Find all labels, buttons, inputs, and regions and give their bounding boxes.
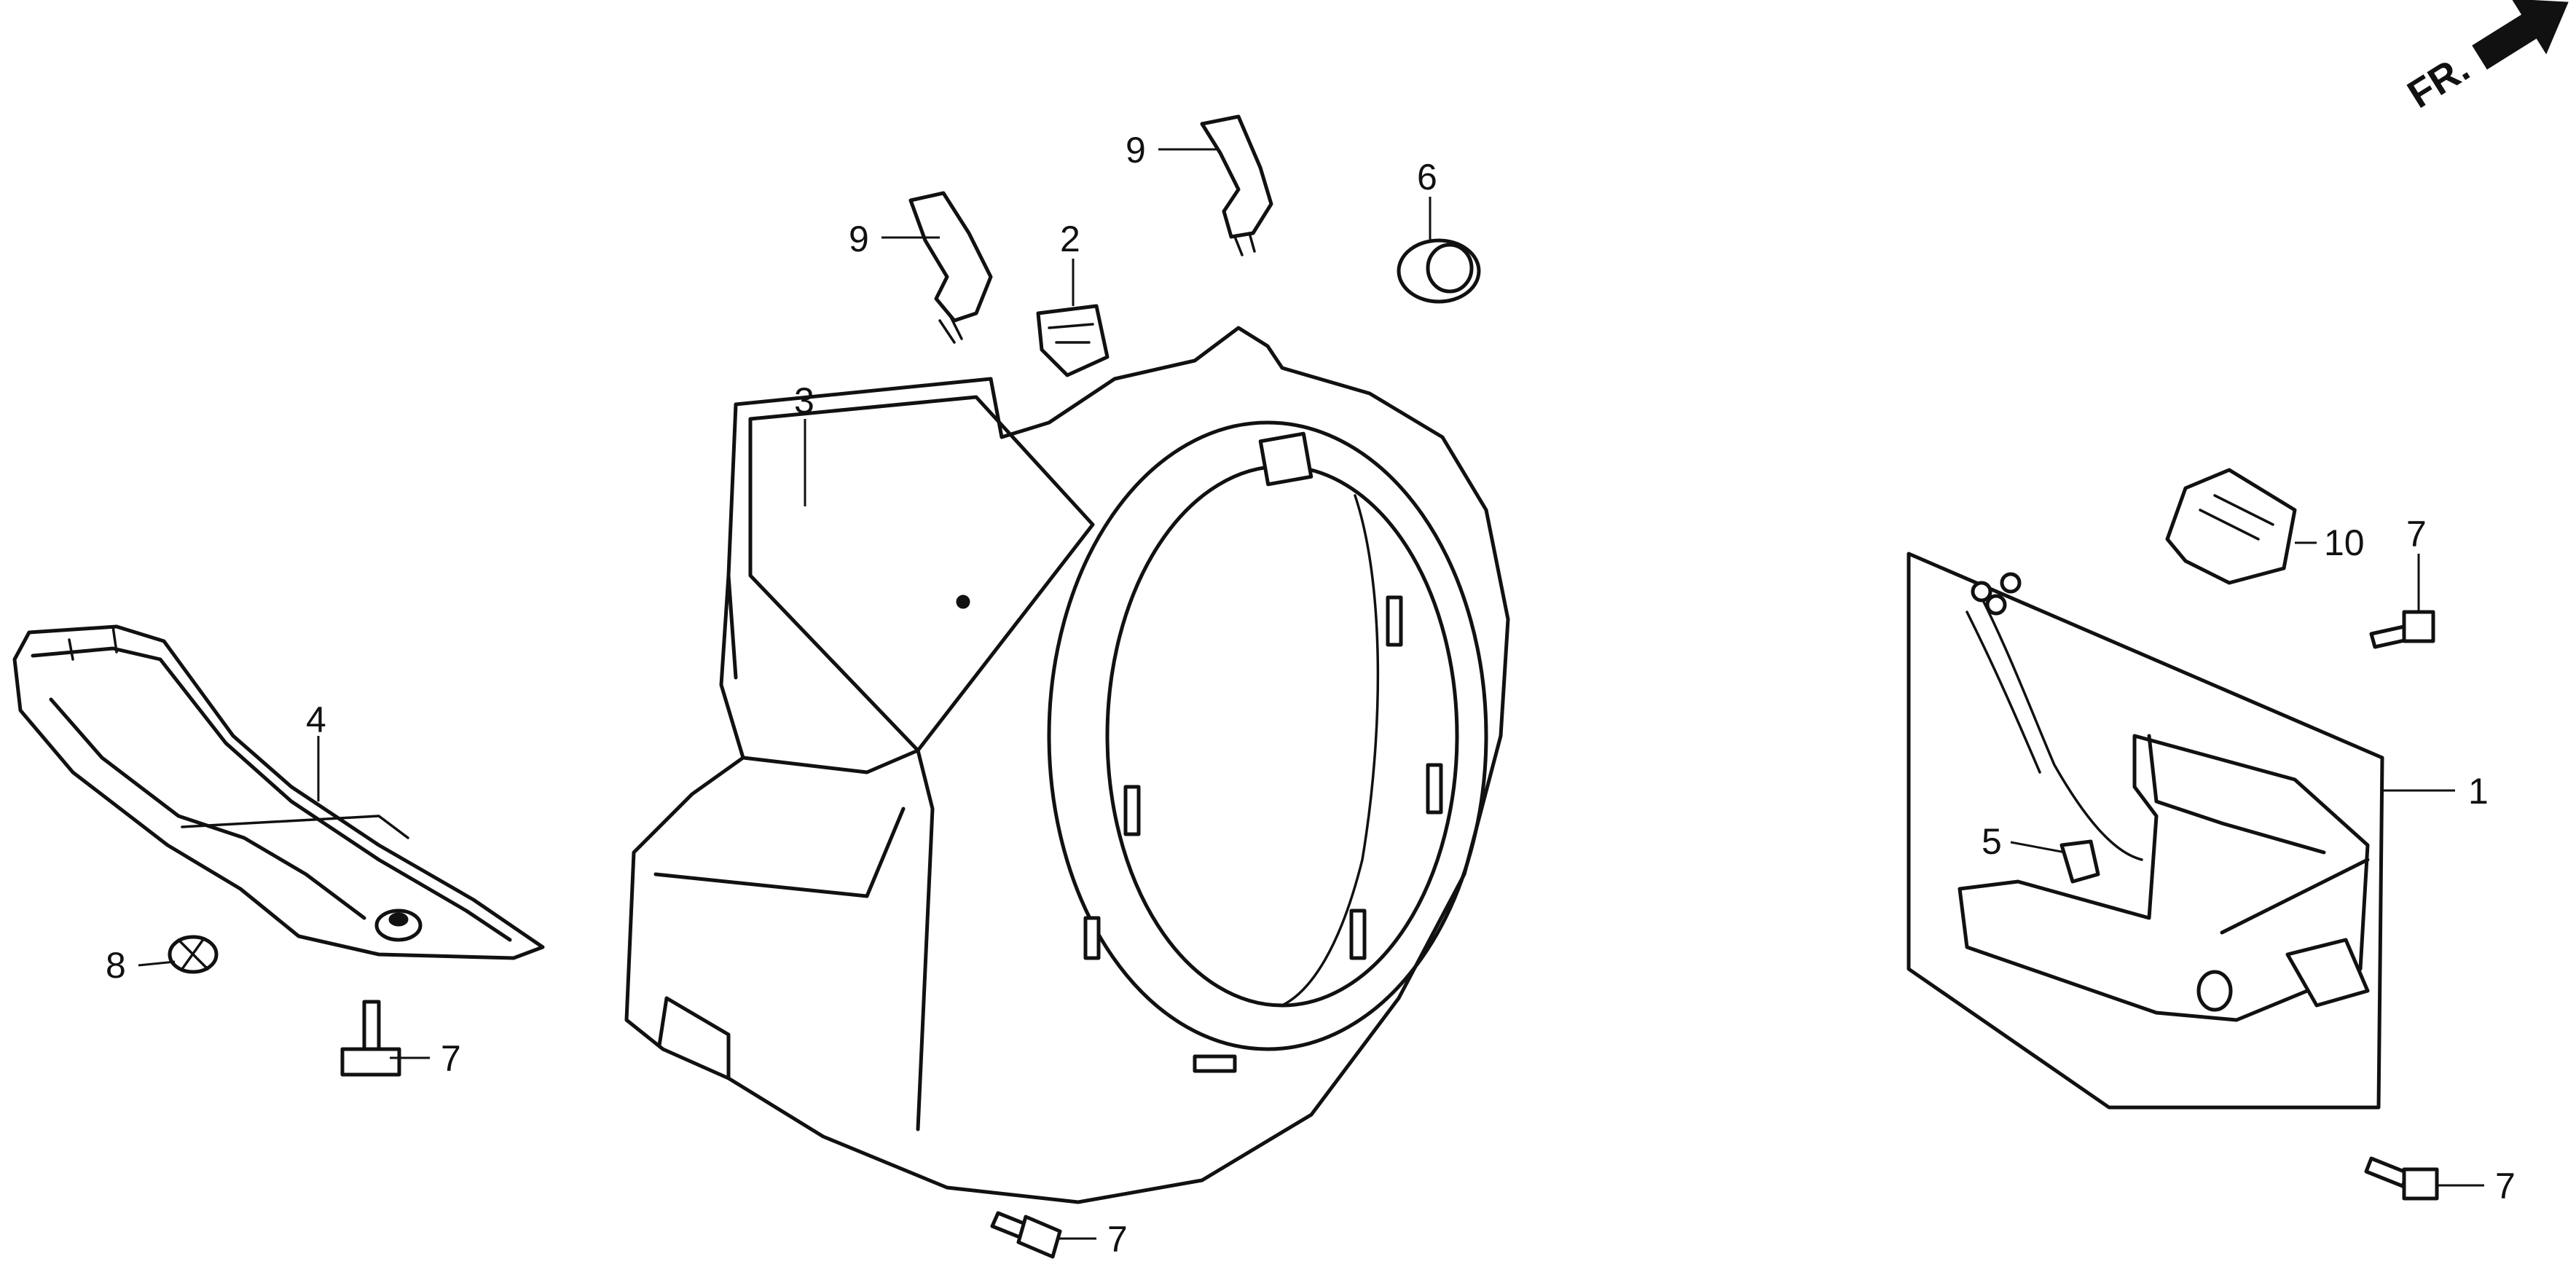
clamp-part (1036, 304, 1110, 377)
callout-7-upper-right: 7 (2406, 514, 2427, 611)
fan-shroud-part (624, 326, 1510, 1204)
grommet-part (1397, 238, 1481, 304)
wire-clip-part-right (1200, 114, 1273, 256)
callout-number: 2 (1060, 219, 1080, 259)
callout-number: 6 (1417, 157, 1437, 197)
callout-number: 1 (2468, 771, 2489, 812)
wire-clip-part-left (908, 191, 993, 344)
callout-number: 3 (794, 380, 814, 421)
air-guide-part (12, 624, 545, 960)
bolt-part-bottom (990, 1211, 1062, 1259)
callout-number: 7 (2406, 514, 2427, 554)
callout-number: 9 (849, 219, 869, 259)
callout-1: 1 (2382, 771, 2489, 812)
front-label: FR. (2400, 46, 2478, 117)
callout-number: 7 (441, 1038, 461, 1079)
callout-number: 7 (2495, 1166, 2516, 1207)
callout-9-left: 9 (849, 219, 940, 259)
callout-9-right: 9 (1126, 130, 1217, 170)
callout-5: 5 (1982, 821, 2066, 862)
callout-number: 10 (2324, 522, 2365, 563)
control-unit-part (1907, 552, 2384, 1110)
callout-3: 3 (794, 380, 814, 506)
callout-4: 4 (306, 699, 326, 801)
bolt-part-left (340, 1000, 401, 1077)
small-clip-part (2059, 839, 2100, 884)
callout-number: 9 (1126, 130, 1146, 170)
callout-number: 5 (1982, 821, 2002, 862)
callout-number: 4 (306, 699, 326, 740)
front-direction-indicator: FR. (2400, 0, 2569, 117)
callout-6: 6 (1417, 157, 1437, 240)
harness-clamp-part (2165, 468, 2297, 585)
callout-10: 10 (2295, 522, 2365, 563)
bolt-part-upper-right (2369, 610, 2435, 649)
callout-7-bottom: 7 (1056, 1219, 1128, 1260)
callout-2: 2 (1060, 219, 1080, 306)
callout-8: 8 (106, 945, 176, 986)
callout-number: 7 (1107, 1219, 1128, 1260)
hose-clip-part (168, 935, 219, 974)
callout-7-lower-right: 7 (2437, 1166, 2516, 1207)
callout-number: 8 (106, 945, 126, 986)
bolt-part-lower-right (2364, 1156, 2439, 1201)
callout-7-left: 7 (390, 1038, 461, 1079)
front-arrow-icon (2472, 0, 2569, 70)
